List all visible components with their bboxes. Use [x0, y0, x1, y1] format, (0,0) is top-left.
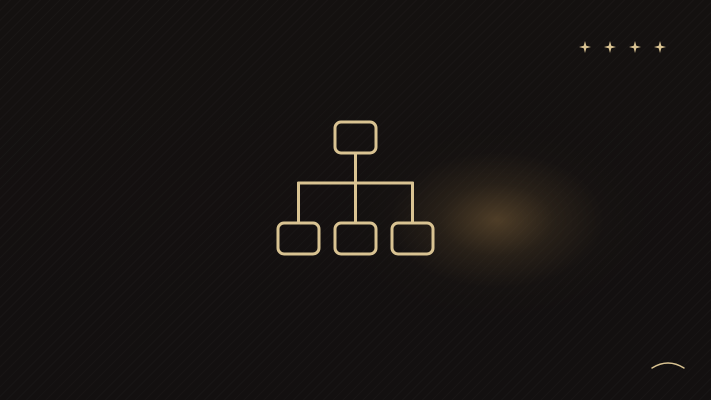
org-chart-root-node	[333, 120, 378, 155]
org-chart-icon	[276, 120, 435, 256]
org-chart-left-node	[276, 221, 321, 256]
org-chart-right-node	[390, 221, 435, 256]
sparkle-star-icon	[629, 41, 641, 53]
sparkle-star-icon	[579, 41, 591, 53]
sparkle-star-icon	[654, 41, 666, 53]
org-chart-middle-node	[333, 221, 378, 256]
sparkle-row	[578, 40, 667, 54]
sparkle-star-icon	[604, 41, 616, 53]
corner-arc-icon	[651, 362, 685, 369]
